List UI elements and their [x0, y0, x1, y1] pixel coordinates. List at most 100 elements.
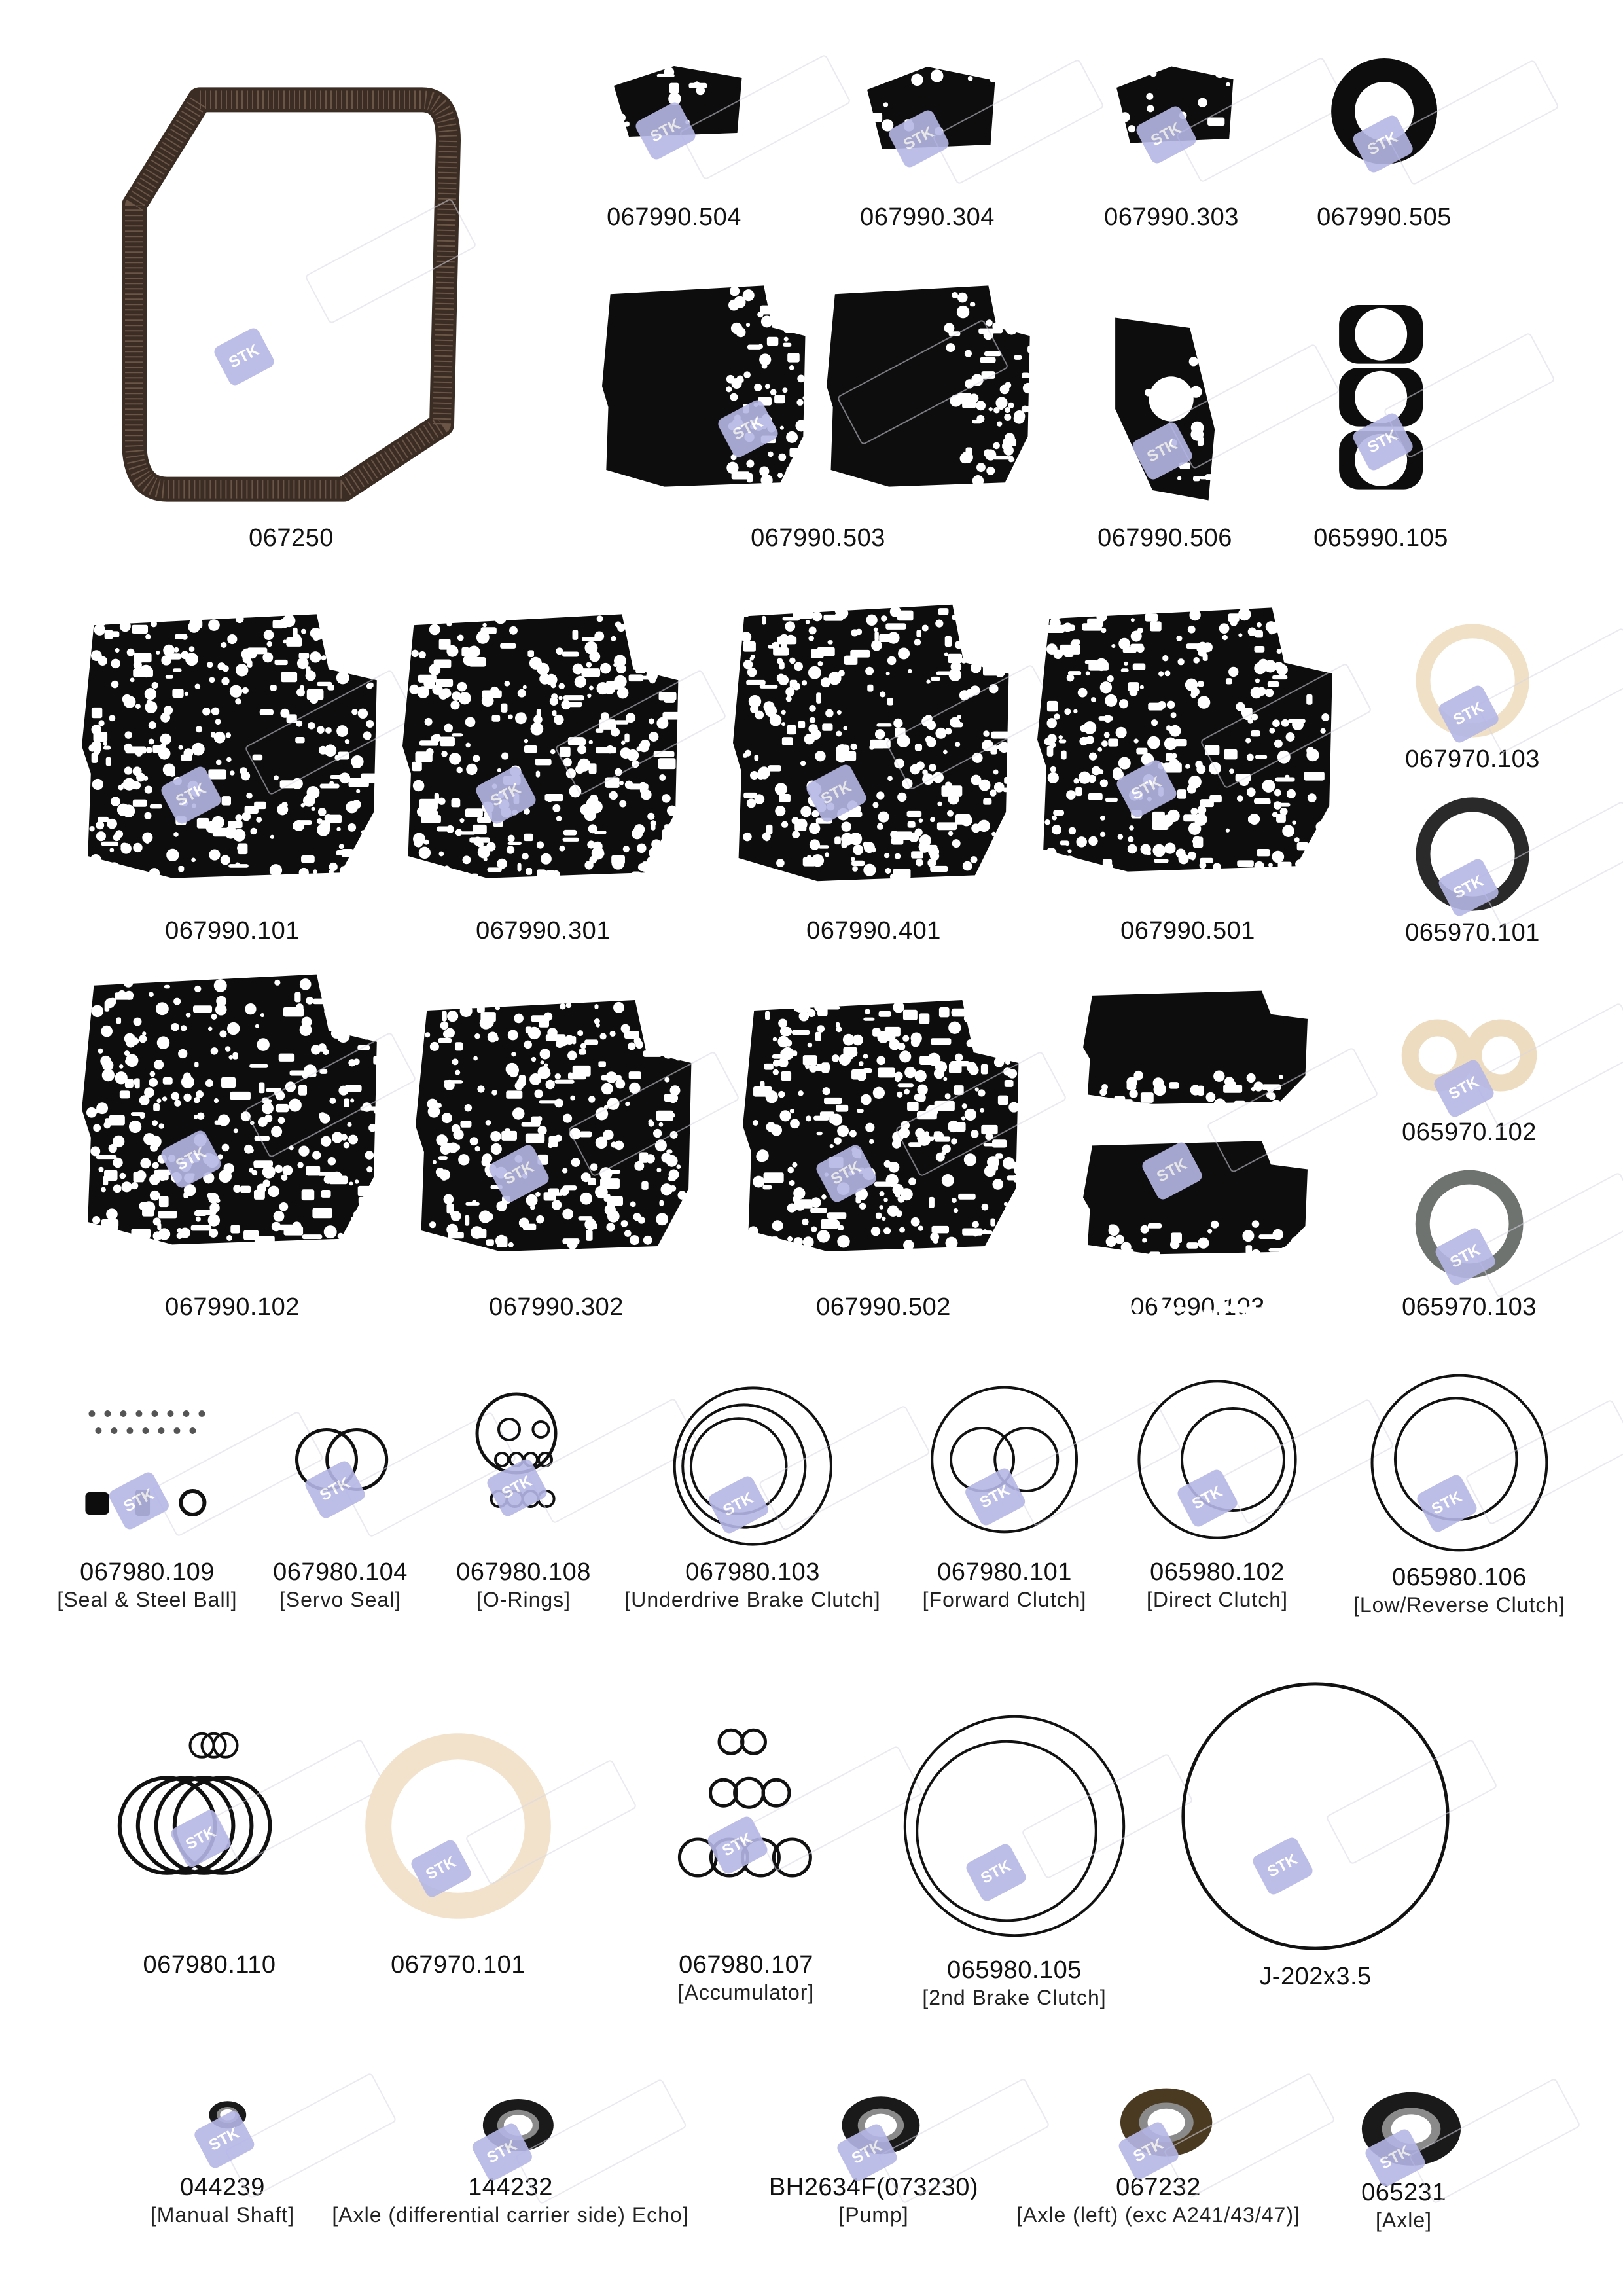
part-image: STK — [1400, 998, 1623, 1129]
part-description: [Axle] — [1375, 2208, 1433, 2232]
part-image: STK — [1407, 622, 1623, 754]
part-image: STK — [1407, 795, 1623, 927]
part-number: 067990.302 — [489, 1293, 624, 1321]
part-067980-101: STK 067980.101[Forward Clutch] — [922, 1381, 1182, 1613]
part-image: STK — [802, 2077, 1050, 2204]
part-description: [Pump] — [838, 2203, 909, 2227]
part-image: STK — [1181, 1676, 1498, 1957]
part-image: STK — [926, 1381, 1182, 1538]
part-description: [Low/Reverse Clutch] — [1353, 1593, 1566, 1617]
part-image: STK — [671, 1721, 923, 1892]
part-image: STK — [435, 2078, 688, 2205]
part-image: STK — [1103, 56, 1348, 183]
part-number: 065980.106 — [1392, 1564, 1527, 1591]
part-number: 065990.105 — [1313, 524, 1448, 552]
part-067990-503: STK 067990.503 — [602, 281, 1156, 552]
part-number: 067980.109 — [80, 1558, 215, 1586]
part-067250: STK 067250 — [122, 87, 477, 552]
part-067990-101: STK 067990.101 — [82, 609, 417, 945]
part-description: [Axle (left) (exc A241/43/47)] — [1016, 2203, 1300, 2227]
part-number: 065970.101 — [1405, 919, 1540, 946]
part-image: STK — [122, 87, 477, 502]
part-number: 067990.101 — [165, 917, 300, 944]
part-image: STK — [1404, 1168, 1623, 1299]
part-number: 067250 — [249, 524, 334, 552]
part-image: STK — [82, 969, 417, 1250]
part-description: [Manual Shaft] — [150, 2203, 295, 2227]
part-image: STK — [1083, 988, 1379, 1328]
part-image: STK — [602, 281, 1156, 491]
part-number: 067990.304 — [860, 204, 995, 231]
part-number: 067990.303 — [1104, 204, 1239, 231]
part-image: STK — [1370, 1368, 1623, 1558]
part-065990-105: STK 065990.105 — [1313, 295, 1556, 552]
part-number: 065980.105 — [947, 1956, 1082, 1984]
part-number: 067990.102 — [165, 1293, 300, 1321]
part-image: STK — [1137, 1374, 1395, 1545]
part-number: 065970.102 — [1402, 1119, 1537, 1146]
part-image: STK — [733, 599, 1058, 887]
part-image: STK — [402, 609, 727, 884]
part-number: 067980.110 — [143, 1951, 276, 1979]
part-description: [Axle (differential carrier side) Echo] — [332, 2203, 689, 2227]
part-067990-303: STK 067990.303 — [1103, 56, 1348, 232]
part-number: 067990.503 — [751, 524, 885, 552]
part-image: STK — [452, 1388, 700, 1524]
part-number: 067980.104 — [273, 1558, 408, 1586]
part-number: 067980.101 — [937, 1558, 1072, 1586]
part-number: 067990.401 — [806, 917, 941, 944]
part-065980-102: STK 065980.102[Direct Clutch] — [1137, 1374, 1395, 1613]
part-number: BH2634F(073230) — [768, 2174, 979, 2201]
part-number: 067990.504 — [607, 204, 741, 231]
part-number: 044239 — [180, 2174, 265, 2201]
part-number: 067970.103 — [1405, 745, 1540, 773]
part-number: 065231 — [1361, 2179, 1446, 2206]
part-067990-504: STK 067990.504 — [599, 54, 851, 232]
part-image: STK — [1329, 295, 1556, 504]
part-description: [O-Rings] — [476, 1588, 571, 1611]
part-number: 067990.506 — [1097, 524, 1232, 552]
part-image: STK — [664, 1381, 931, 1551]
part-number: 067990.301 — [476, 917, 611, 944]
part-067990-401: STK 067990.401 — [733, 599, 1058, 945]
part-description: [Direct Clutch] — [1147, 1588, 1288, 1611]
part-number: 067990.501 — [1120, 917, 1255, 944]
part-number: 067980.107 — [679, 1951, 813, 1979]
part-image: STK — [82, 609, 417, 884]
part-description: [Seal & Steel Ball] — [57, 1588, 238, 1611]
part-image: STK — [1325, 56, 1560, 186]
part-description: [2nd Brake Clutch] — [922, 1986, 1107, 2009]
part-description: [Servo Seal] — [279, 1588, 402, 1611]
part-number: 067970.101 — [391, 1951, 526, 1979]
part-067990-301: STK 067990.301 — [402, 609, 727, 945]
part-number: 065980.102 — [1150, 1558, 1285, 1586]
part-image: STK — [852, 58, 1105, 185]
part-067980-107: STK 067980.107[Accumulator] — [671, 1721, 923, 2005]
part-description: [Accumulator] — [677, 1981, 815, 2004]
part-number: 144232 — [468, 2174, 553, 2201]
part-067990-102: STK 067990.102 — [82, 969, 417, 1321]
part-number: 067232 — [1116, 2174, 1201, 2201]
part-description: [Underdrive Brake Clutch] — [624, 1588, 881, 1611]
part-image: STK — [1329, 2077, 1581, 2204]
part-number: 067990.505 — [1317, 204, 1452, 231]
part-description: [Forward Clutch] — [922, 1588, 1087, 1611]
part-image: STK — [599, 54, 851, 181]
